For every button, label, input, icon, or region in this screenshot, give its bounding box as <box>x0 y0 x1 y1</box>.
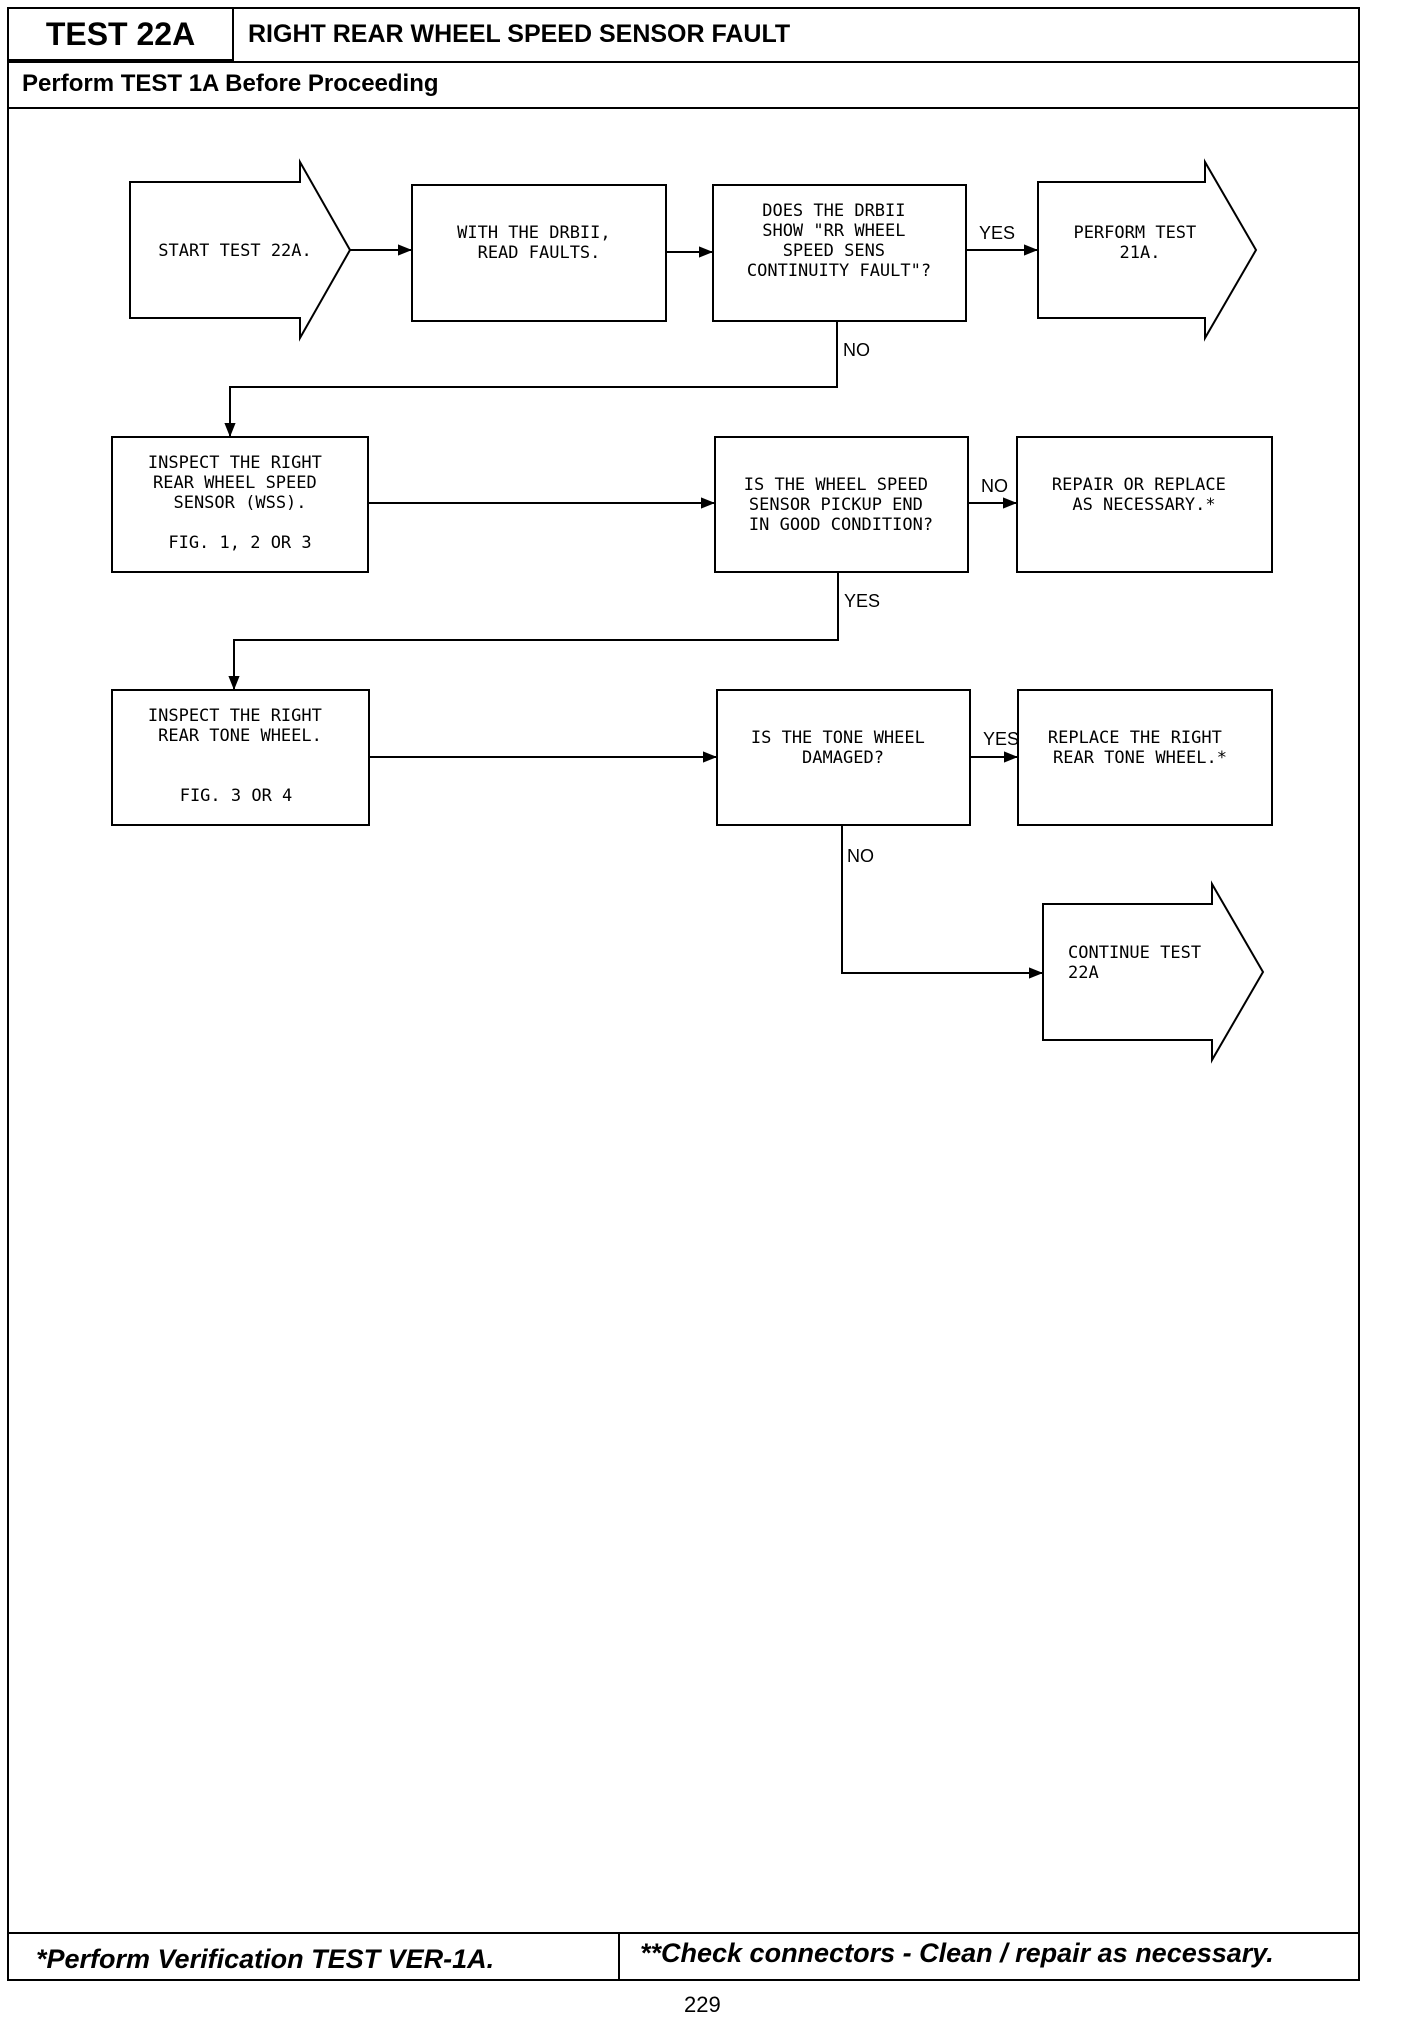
start-arrow-shape <box>129 158 352 342</box>
pickup-question-text: IS THE WHEEL SPEED SENSOR PICKUP END IN … <box>744 475 938 535</box>
label-yes-tone: YES <box>983 729 1019 749</box>
label-no-continuity: NO <box>843 340 870 360</box>
inspect-sensor-box <box>111 436 369 573</box>
pickup-question-box <box>714 436 969 573</box>
continuity-question-text: DOES THE DRBII SHOW "RR WHEEL SPEED SENS… <box>747 201 931 281</box>
test-id: TEST 22A <box>9 9 234 61</box>
inspect-tone-fig: FIG. 3 OR 4 <box>180 786 293 806</box>
tone-question-text: IS THE TONE WHEEL DAMAGED? <box>751 728 935 768</box>
footer-column-divider <box>618 1932 620 1980</box>
inspect-sensor-fig: FIG. 1, 2 OR 3 <box>168 533 311 553</box>
prerequisite-note: Perform TEST 1A Before Proceeding <box>22 70 439 97</box>
read-faults-text: WITH THE DRBII, READ FAULTS. <box>457 223 621 263</box>
connector-no-to-continue <box>841 825 1043 979</box>
inspect-tone-text: INSPECT THE RIGHT REAR TONE WHEEL. <box>148 706 332 746</box>
repair-replace-text: REPAIR OR REPLACE AS NECESSARY.* <box>1052 475 1236 515</box>
footer-connector-note: **Check connectors - Clean / repair as n… <box>640 1938 1274 1968</box>
perform-21a-text: PERFORM TEST 21A. <box>1073 223 1206 263</box>
continue-22a-text: CONTINUE TEST 22A <box>1068 943 1211 983</box>
start-text: START TEST 22A. <box>158 241 312 261</box>
continue-22a-arrow-shape <box>1042 880 1265 1064</box>
header-divider <box>9 61 1358 63</box>
repair-replace-box <box>1016 436 1273 573</box>
connector-yes-to-inspect-tone <box>228 572 839 690</box>
label-yes-pickup: YES <box>844 591 880 611</box>
prerequisite-divider <box>9 107 1358 109</box>
page-number: 229 <box>684 1992 721 2017</box>
footer-divider <box>9 1932 1358 1934</box>
replace-tone-text: REPLACE THE RIGHT REAR TONE WHEEL.* <box>1048 728 1232 768</box>
label-no-tone: NO <box>847 846 874 866</box>
label-no-pickup: NO <box>981 476 1008 496</box>
connector-no-to-inspect-sensor <box>224 321 838 437</box>
label-yes-continuity: YES <box>979 223 1015 243</box>
page-frame <box>7 7 1360 1981</box>
test-title: RIGHT REAR WHEEL SPEED SENSOR FAULT <box>248 20 791 48</box>
perform-21a-arrow-shape <box>1037 158 1258 342</box>
footer-verification-note: *Perform Verification TEST VER-1A. <box>36 1944 495 1974</box>
inspect-sensor-text: INSPECT THE RIGHT REAR WHEEL SPEED SENSO… <box>148 453 332 513</box>
